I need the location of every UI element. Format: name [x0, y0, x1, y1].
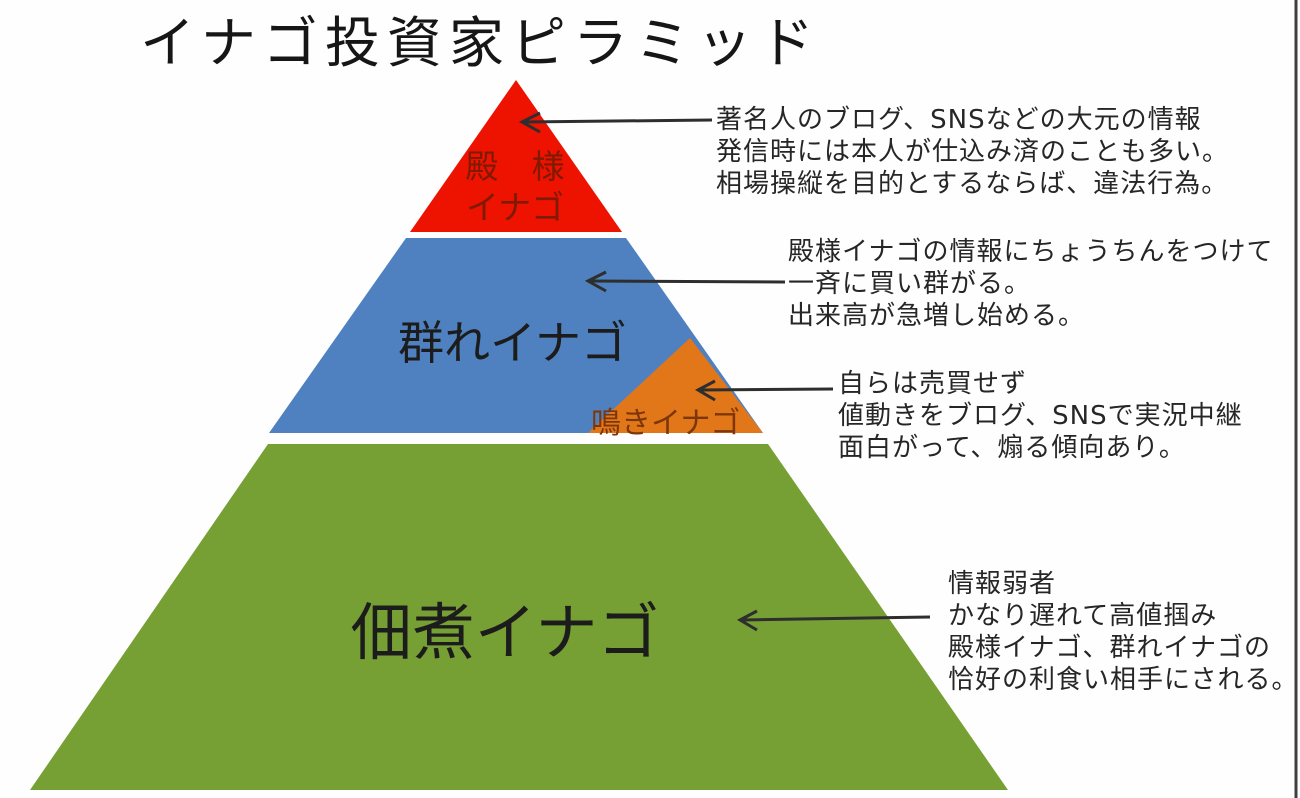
arrow-to-tsukudani: [736, 609, 931, 632]
annotation-line: 著名人のブログ、SNSなどの大元の情報: [716, 105, 1202, 135]
diagram-title: イナゴ投資家ピラミッド: [140, 11, 821, 75]
arrow-to-tonosama: [518, 111, 713, 134]
annotation-line: 恰好の利食い相手にされる。: [948, 665, 1299, 695]
mure-annotation: 殿様イナゴの情報にちょうちんをつけて 一斉に買い群がる。 出来高が急増し始める。: [788, 236, 1273, 332]
tsukudani-annotation: 情報弱者 かなり遅れて高値掴み 殿様イナゴ、群れイナゴの 恰好の利食い相手にされ…: [948, 568, 1298, 696]
naki-triangle: [588, 338, 763, 433]
arrow-to-mure: [584, 270, 786, 293]
annotation-line: 殿様イナゴの情報にちょうちんをつけて: [788, 237, 1274, 267]
annotation-line: 殿様イナゴ、群れイナゴの: [948, 633, 1271, 663]
annotation-line: 自らは売買せず: [838, 369, 1028, 399]
annotation-line: 出来高が急増し始める。: [788, 301, 1086, 331]
annotation-line: 発信時には本人が仕込み済のことも多い。: [716, 137, 1230, 167]
arrowhead-left-icon: [736, 609, 758, 632]
tonosama-label-line1: 殿 様: [465, 147, 565, 186]
annotation-line: 値動きをブログ、SNSで実況中継: [838, 401, 1243, 431]
arrowhead-left-icon: [694, 379, 716, 402]
annotation-line: 情報弱者: [948, 569, 1057, 599]
annotation-line: 相場操縦を目的とするならば、違法行為。: [716, 169, 1229, 199]
arrowhead-left-icon: [584, 270, 607, 293]
arrowhead-left-icon: [518, 111, 541, 134]
annotation-line: かなり遅れて高値掴み: [948, 601, 1218, 631]
annotation-line: 一斉に買い群がる。: [788, 269, 1032, 299]
tonosama-annotation: 著名人のブログ、SNSなどの大元の情報 発信時には本人が仕込み済のことも多い。 …: [716, 104, 1229, 200]
tsukudani-trapezoid: [30, 444, 1008, 790]
arrow-to-naki: [694, 379, 834, 402]
mure-trapezoid: [269, 238, 763, 433]
mure-label: 群れイナゴ: [397, 316, 628, 370]
naki-annotation: 自らは売買せず 値動きをブログ、SNSで実況中継 面白がって、煽る傾向あり。: [838, 368, 1243, 464]
naki-label: 鳴きイナゴ: [591, 406, 741, 441]
tonosama-label-line2: イナゴ: [465, 188, 565, 227]
annotation-line: 面白がって、煽る傾向あり。: [838, 433, 1186, 463]
tonosama-triangle: [410, 80, 622, 232]
tonosama-label: 殿 様 イナゴ: [402, 146, 628, 228]
tsukudani-label: 佃煮イナゴ: [350, 596, 660, 669]
